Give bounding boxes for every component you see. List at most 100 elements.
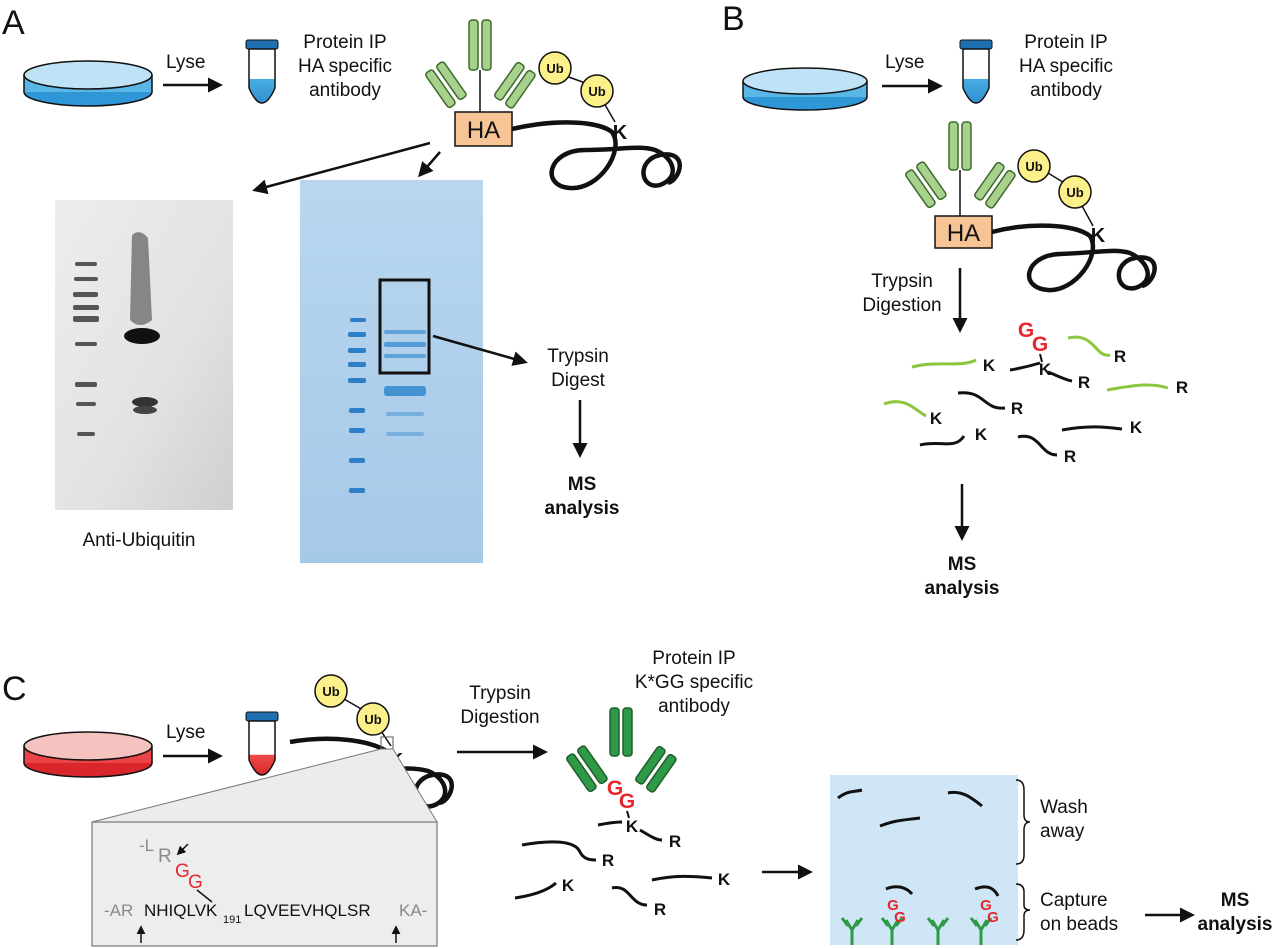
lysine-peptide-3: K bbox=[930, 409, 943, 428]
seq-left-flank: -AR bbox=[104, 901, 133, 920]
ms-label-line2: analysis bbox=[1198, 914, 1273, 935]
gel-excision-box bbox=[378, 278, 431, 375]
seq-subscript: 191 bbox=[223, 914, 241, 926]
wash-brace bbox=[1015, 779, 1031, 865]
ubiquitin-2 bbox=[580, 74, 614, 108]
antibody-icon bbox=[425, 19, 536, 112]
ubiquitin-2-label: Ub bbox=[588, 84, 605, 99]
ip-label-line1: Protein IP bbox=[303, 32, 386, 53]
ha-tag-box bbox=[454, 111, 513, 147]
digest-label-line1: Trypsin bbox=[547, 346, 609, 367]
protein-chain bbox=[991, 223, 1157, 293]
protein-chain bbox=[511, 120, 682, 191]
cleavage-arrow-branch bbox=[176, 843, 189, 856]
petri-dish-icon bbox=[23, 731, 153, 778]
ha-tag-label: HA bbox=[947, 220, 980, 247]
lyse-label: Lyse bbox=[166, 52, 205, 73]
ms-label-line1: MS bbox=[1221, 890, 1250, 911]
ubiquitin-1-label: Ub bbox=[546, 61, 563, 76]
lysine-label: K bbox=[1091, 225, 1106, 247]
arginine-peptide-4: R bbox=[1011, 399, 1023, 418]
seq-branch-dash: -L bbox=[139, 836, 154, 855]
capture-brace bbox=[1015, 883, 1031, 941]
seq-main: NHIQLVK bbox=[144, 901, 218, 920]
seq-gg-2: G bbox=[188, 872, 203, 893]
ip-label-line3: antibody bbox=[1030, 80, 1102, 101]
digest-label-line1: Trypsin bbox=[469, 683, 531, 704]
gg-letter-2: G bbox=[1032, 333, 1048, 356]
panel-a: A Lyse Protein IP HA specific antibody bbox=[2, 4, 682, 563]
tube-icon bbox=[245, 39, 279, 104]
gg-link bbox=[1039, 353, 1043, 363]
ip-label-line3: antibody bbox=[309, 80, 381, 101]
ha-tag-label: HA bbox=[467, 117, 500, 144]
ub-link-2 bbox=[343, 698, 364, 711]
ip-label-line2: K*GG specific bbox=[635, 672, 753, 693]
lyse-label: Lyse bbox=[885, 52, 924, 73]
ubiquitin-2-label: Ub bbox=[364, 712, 381, 727]
petri-dish-icon bbox=[23, 60, 153, 107]
gg-letter-1: G bbox=[607, 777, 623, 800]
lysine-label: K bbox=[613, 122, 628, 144]
ubiquitin-1-label: Ub bbox=[1025, 159, 1042, 174]
ubiquitin-1-label: Ub bbox=[322, 684, 339, 699]
tube-icon bbox=[959, 39, 993, 104]
bead-capture-box bbox=[830, 775, 1018, 945]
digest-label-line2: Digest bbox=[551, 370, 606, 391]
ip-label-line2: HA specific bbox=[1019, 56, 1113, 77]
digest-label-line2: Digestion bbox=[460, 707, 539, 728]
lysine-peptide-3: K bbox=[718, 870, 731, 889]
bead-gg-2a: G bbox=[980, 897, 992, 914]
capture-label-line1: Capture bbox=[1040, 890, 1108, 911]
panel-b-letter: B bbox=[722, 0, 745, 38]
gg-letter-2: G bbox=[619, 790, 635, 813]
ip-label-line2: HA specific bbox=[298, 56, 392, 77]
lysine-peptide-5: K bbox=[1130, 418, 1143, 437]
panel-c: C Lyse Ub Ub K -L R G G -AR bbox=[2, 648, 1273, 947]
arrow-to-blot bbox=[252, 141, 431, 195]
ms-label-line1: MS bbox=[568, 474, 597, 495]
lysine-peptide-1: K bbox=[983, 356, 996, 375]
ip-label-line1: Protein IP bbox=[1024, 32, 1107, 53]
panel-c-letter: C bbox=[2, 670, 27, 708]
arrow-to-gel bbox=[418, 151, 441, 178]
lysine-peptide-1: K bbox=[626, 817, 639, 836]
wash-label-line1: Wash bbox=[1040, 797, 1088, 818]
arginine-peptide-1: R bbox=[1078, 373, 1090, 392]
bound-peptides bbox=[885, 885, 1000, 897]
ubiquitin-1 bbox=[1017, 149, 1051, 183]
seq-branch-r: R bbox=[158, 846, 172, 867]
peptide-fragments bbox=[883, 335, 1169, 457]
lysine-peptide-2: K bbox=[562, 876, 575, 895]
gg-link bbox=[626, 810, 630, 819]
wash-label-line2: away bbox=[1040, 821, 1085, 842]
tube-icon bbox=[245, 711, 279, 776]
lysine-peptide-2: K bbox=[1039, 360, 1052, 379]
arginine-peptide-1: R bbox=[669, 832, 681, 851]
ubiquitin-1 bbox=[314, 674, 348, 708]
ubiquitin-2 bbox=[1058, 175, 1092, 209]
bead-gg-1a: G bbox=[887, 897, 899, 914]
panel-b: B Lyse Protein IP HA specific antibody bbox=[722, 0, 1188, 599]
digest-label-line2: Digestion bbox=[862, 295, 941, 316]
seq-isopeptide-link bbox=[196, 889, 213, 903]
seq-right-flank: KA- bbox=[399, 901, 427, 920]
panel-a-letter: A bbox=[2, 4, 25, 42]
peptide-fragments bbox=[514, 820, 713, 907]
ha-tag-box bbox=[934, 215, 993, 249]
lysine-peptide-4: K bbox=[975, 425, 988, 444]
ubiquitin-2-label: Ub bbox=[1066, 185, 1083, 200]
ms-label-line2: analysis bbox=[925, 578, 1000, 599]
digest-label-line1: Trypsin bbox=[871, 271, 933, 292]
ip-label-line3: antibody bbox=[658, 696, 730, 717]
capture-label-line2: on beads bbox=[1040, 914, 1118, 935]
seq-right: LQVEEVHQLSR bbox=[244, 901, 371, 920]
petri-dish-icon bbox=[742, 67, 868, 111]
ubiquitin-1 bbox=[538, 51, 572, 85]
seq-gg-1: G bbox=[175, 861, 190, 882]
ubiquitin-2 bbox=[356, 702, 390, 736]
arginine-peptide-2: R bbox=[602, 851, 614, 870]
arginine-peptide-3: R bbox=[1176, 378, 1188, 397]
ip-label-line1: Protein IP bbox=[652, 648, 735, 669]
